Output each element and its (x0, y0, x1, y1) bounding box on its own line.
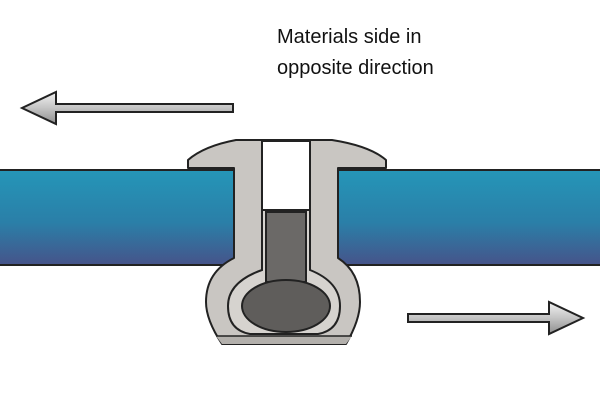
caption-line-1: Materials side in (277, 26, 422, 48)
mandrel (265, 211, 307, 283)
caption-line-2: opposite direction (277, 57, 434, 79)
left-arrow-icon (19, 90, 234, 126)
right-arrow-icon (407, 300, 586, 336)
mandrel-head (241, 279, 331, 333)
right-plate (337, 169, 600, 266)
left-plate (0, 169, 235, 266)
rivet-bore (261, 140, 311, 212)
